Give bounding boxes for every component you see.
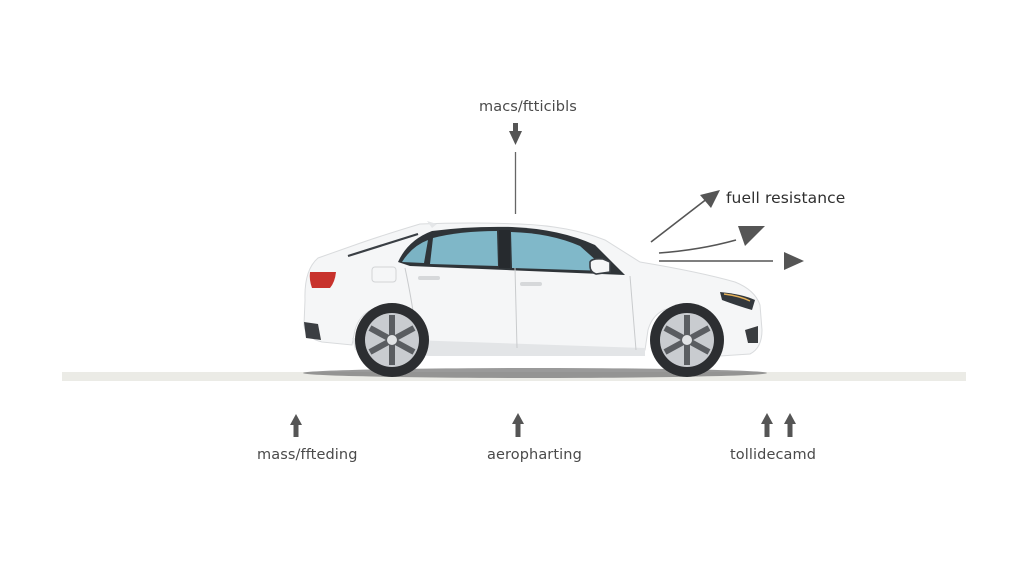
arrow-right-curved-icon [658, 226, 765, 254]
arrow-up-icon [512, 413, 524, 437]
arrow-up-icon [761, 413, 773, 437]
car-illustration [303, 221, 763, 377]
front-wheel [650, 303, 724, 377]
arrow-up-icon [784, 413, 796, 437]
label-top: macs/ftticibls [479, 99, 577, 115]
car-shadow [303, 368, 767, 378]
label-aero: aeropharting [487, 447, 582, 463]
arrow-down-icon [509, 123, 522, 145]
label-mass: mass/ffteding [257, 447, 358, 463]
arrow-up-icon [290, 414, 302, 437]
rear-wheel [355, 303, 429, 377]
arrow-up-right-icon [650, 190, 720, 243]
arrow-right-icon [659, 252, 804, 270]
label-tollidecamd: tollidecamd [730, 447, 817, 463]
label-fuel-resistance: fuell resistance [726, 189, 846, 207]
